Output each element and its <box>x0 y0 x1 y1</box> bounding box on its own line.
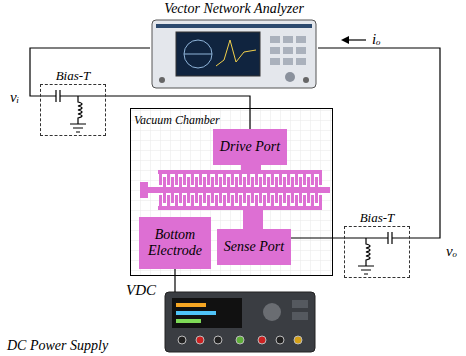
sense-port: Sense Port <box>217 229 291 265</box>
vna-instrument <box>296 58 306 65</box>
vna-instrument <box>270 36 280 43</box>
vna-instrument <box>152 20 316 88</box>
node-label: Vector Network Analyzer <box>164 1 304 16</box>
vna-instrument <box>283 36 293 43</box>
text-holder: Vacuum Chamber <box>134 110 220 128</box>
cable <box>174 269 175 292</box>
vna-instrument <box>152 20 316 88</box>
power-supply-instrument <box>165 292 315 352</box>
vna-instrument <box>270 58 280 65</box>
network-analyzer: Vector Network Analyzer <box>150 18 318 90</box>
node-label: Bias-T <box>56 68 91 83</box>
vna-instrument <box>184 40 212 68</box>
bias-tee: Bias-T <box>40 84 106 136</box>
label-holder: vᵢ <box>10 88 19 106</box>
power-supply-instrument <box>196 336 204 344</box>
resonator-comb <box>158 195 322 206</box>
text-holder: Vector Network Analyzer <box>120 0 348 18</box>
resonator-comb <box>146 187 330 193</box>
node-label: Sense Port <box>224 239 284 255</box>
current-arrow <box>341 36 366 44</box>
bias-tee-circuit <box>358 266 374 274</box>
vna-instrument <box>184 54 212 55</box>
power-supply-instrument <box>236 336 244 344</box>
power-supply-instrument <box>176 319 201 323</box>
vna-instrument <box>270 47 280 54</box>
node-label: Bias-T <box>360 210 395 225</box>
text-holder: Bias-T <box>11 66 135 85</box>
cable <box>30 48 150 96</box>
bias-tee: Bias-T <box>344 226 410 278</box>
vna-instrument <box>283 58 293 65</box>
vna-instrument <box>156 24 312 28</box>
power-supply-instrument <box>276 336 284 344</box>
power-supply-instrument <box>263 303 281 321</box>
signal-name: VDC <box>126 282 156 298</box>
power-supply-instrument <box>178 336 186 344</box>
text-holder: DC Power Supply <box>7 336 108 354</box>
node-label: Bottom Electrode <box>145 227 205 259</box>
node-label: DC Power Supply <box>7 338 108 353</box>
cable <box>106 96 250 129</box>
bias-tee-circuit <box>344 237 410 238</box>
vna-instrument <box>159 77 165 83</box>
bias-tee-circuit <box>40 90 106 132</box>
node-label: Drive Port <box>220 139 280 155</box>
resonator-comb <box>158 206 322 210</box>
current-arrow <box>341 36 349 44</box>
label-holder: VDC <box>126 281 156 299</box>
power-supply-instrument <box>176 303 206 307</box>
label-holder: iₒ <box>372 30 380 48</box>
node-label: Vacuum Chamber <box>134 113 220 127</box>
drive-port: Drive Port <box>213 129 287 165</box>
resonator-comb <box>158 177 322 187</box>
power-supply-instrument <box>292 300 308 308</box>
bias-tee-circuit <box>344 232 410 274</box>
signal-name: vᵢ <box>10 89 19 105</box>
text-holder: Drive Port <box>213 129 287 165</box>
chamber-grid <box>131 109 332 275</box>
signal-name: vₒ <box>446 243 457 259</box>
text-holder: Bottom Electrode <box>139 217 211 269</box>
power-supply-instrument <box>258 336 266 344</box>
vna-instrument <box>296 47 306 54</box>
bottom-electrode: Bottom Electrode <box>139 217 211 269</box>
bias-tee-circuit <box>366 238 370 266</box>
vna-instrument <box>285 72 295 82</box>
power-supply-instrument <box>214 336 222 344</box>
text-holder: Bias-T <box>315 208 439 227</box>
label-holder: vₒ <box>446 242 457 260</box>
vna-instrument <box>283 47 293 54</box>
resonator-comb <box>140 182 148 198</box>
vna-instrument <box>303 77 309 83</box>
resonator-comb <box>158 170 322 174</box>
bias-tee-circuit <box>78 96 82 124</box>
vacuum-chamber: Vacuum ChamberDrive PortBottom Electrode… <box>130 108 333 276</box>
cable <box>318 48 440 238</box>
vna-instrument <box>176 32 260 76</box>
power-supply-instrument <box>176 311 216 315</box>
signal-name: iₒ <box>372 31 380 47</box>
bias-tee-circuit <box>70 124 86 132</box>
power-supply-instrument <box>172 298 242 328</box>
dc-power-supply: DC Power Supply <box>165 292 315 352</box>
resonator-comb <box>243 209 263 231</box>
vna-instrument <box>296 36 306 43</box>
power-supply-instrument <box>165 292 315 352</box>
power-supply-instrument <box>292 312 308 320</box>
text-holder: Sense Port <box>217 229 291 265</box>
bias-tee-circuit <box>56 90 60 102</box>
vna-instrument <box>216 40 256 66</box>
cable <box>291 237 344 238</box>
power-supply-instrument <box>294 336 302 344</box>
bias-tee-circuit <box>40 95 106 96</box>
bias-tee-circuit <box>388 232 392 244</box>
